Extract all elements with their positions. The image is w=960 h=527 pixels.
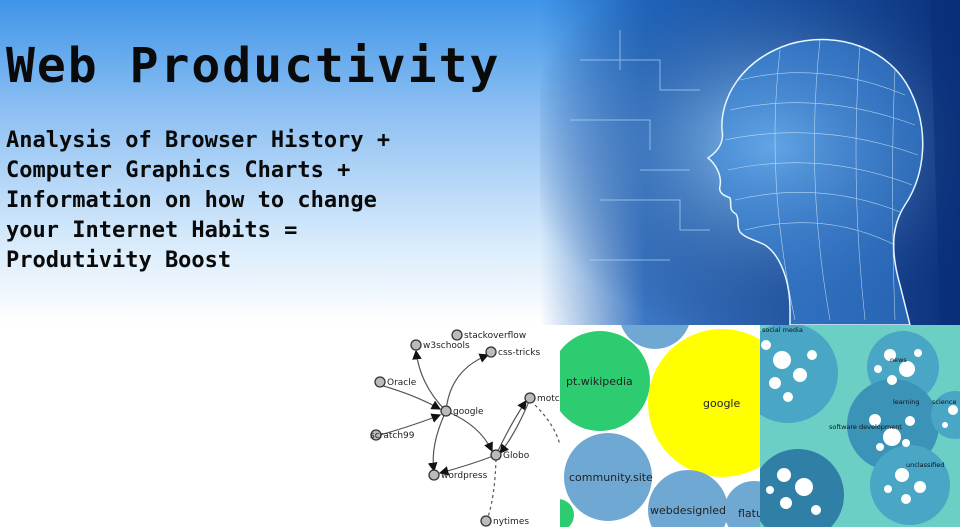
bubble-label: pt.wikipedia	[566, 375, 633, 388]
category-label: learning	[893, 398, 920, 406]
bubble-top	[621, 325, 689, 349]
graph-node	[485, 346, 497, 358]
network-graph: stackoverflow w3schools css-tricks Oracl…	[370, 329, 560, 527]
network-graph-panel: stackoverflow w3schools css-tricks Oracl…	[360, 325, 560, 527]
bubble-label: webdesignled	[650, 504, 726, 517]
graph-edge	[534, 404, 560, 446]
graph-node	[410, 339, 422, 351]
graph-node	[440, 405, 452, 417]
bubble-label: google	[703, 397, 740, 410]
bubble-edge	[560, 499, 574, 527]
bubble-chart: pt.wikipedia google community.site webde…	[560, 325, 760, 527]
bubble-label: flatu	[738, 507, 760, 520]
page-subtitle: Analysis of Browser History + Computer G…	[6, 126, 526, 276]
graph-node	[451, 329, 463, 341]
bubble-google	[648, 329, 760, 477]
graph-edge	[445, 410, 493, 453]
node-label: motc	[537, 394, 560, 404]
page-title: Web Productivity	[6, 38, 501, 94]
node-label: w3schools	[423, 341, 470, 351]
subtitle-line: Analysis of Browser History +	[6, 128, 391, 153]
graph-node	[490, 449, 502, 461]
node-label: stackoverflow	[464, 331, 526, 341]
graph-node	[480, 515, 492, 527]
node-label: css-tricks	[498, 348, 540, 358]
graph-edge	[427, 410, 447, 473]
node-label: nytimes	[493, 517, 529, 527]
hero-banner: Web Productivity Analysis of Browser His…	[0, 0, 960, 325]
category-label: science	[932, 398, 956, 406]
subtitle-line: Produtivity Boost	[6, 248, 232, 273]
graph-edge	[495, 400, 527, 456]
graph-edge	[445, 353, 490, 412]
node-label: google	[453, 407, 484, 417]
node-label: wordpress	[441, 471, 488, 481]
wireframe-head-icon	[540, 0, 960, 325]
bubble-flatu	[724, 481, 760, 527]
subtitle-line: Information on how to change	[6, 188, 377, 213]
bubble-wikipedia	[560, 331, 650, 431]
graph-node	[524, 392, 536, 404]
subtitle-line: your Internet Habits =	[6, 218, 298, 243]
graph-edge	[487, 458, 497, 518]
node-label: Globo	[503, 451, 530, 461]
graph-node	[428, 469, 440, 481]
category-label: unclassified	[906, 461, 944, 469]
graph-edge	[379, 384, 442, 410]
graph-node	[370, 429, 382, 441]
bubble-label: community.site	[569, 471, 653, 484]
category-label: software development	[829, 423, 902, 431]
subtitle-line: Computer Graphics Charts +	[6, 158, 351, 183]
category-label: news	[890, 356, 907, 364]
node-label: scratch99	[370, 431, 415, 441]
bubble-webdesign	[648, 470, 728, 527]
bubble-community	[564, 433, 652, 521]
graph-edge	[379, 413, 442, 436]
node-label: Oracle	[387, 378, 417, 388]
circle-packing: social media news learning science softw…	[760, 325, 960, 527]
graph-edge	[499, 398, 531, 454]
graph-edge	[412, 349, 447, 412]
circle-packing-panel: social media news learning science softw…	[760, 325, 960, 527]
category-label: social media	[762, 326, 803, 334]
graph-node	[374, 376, 386, 388]
bubble-chart-panel: pt.wikipedia google community.site webde…	[560, 325, 760, 527]
